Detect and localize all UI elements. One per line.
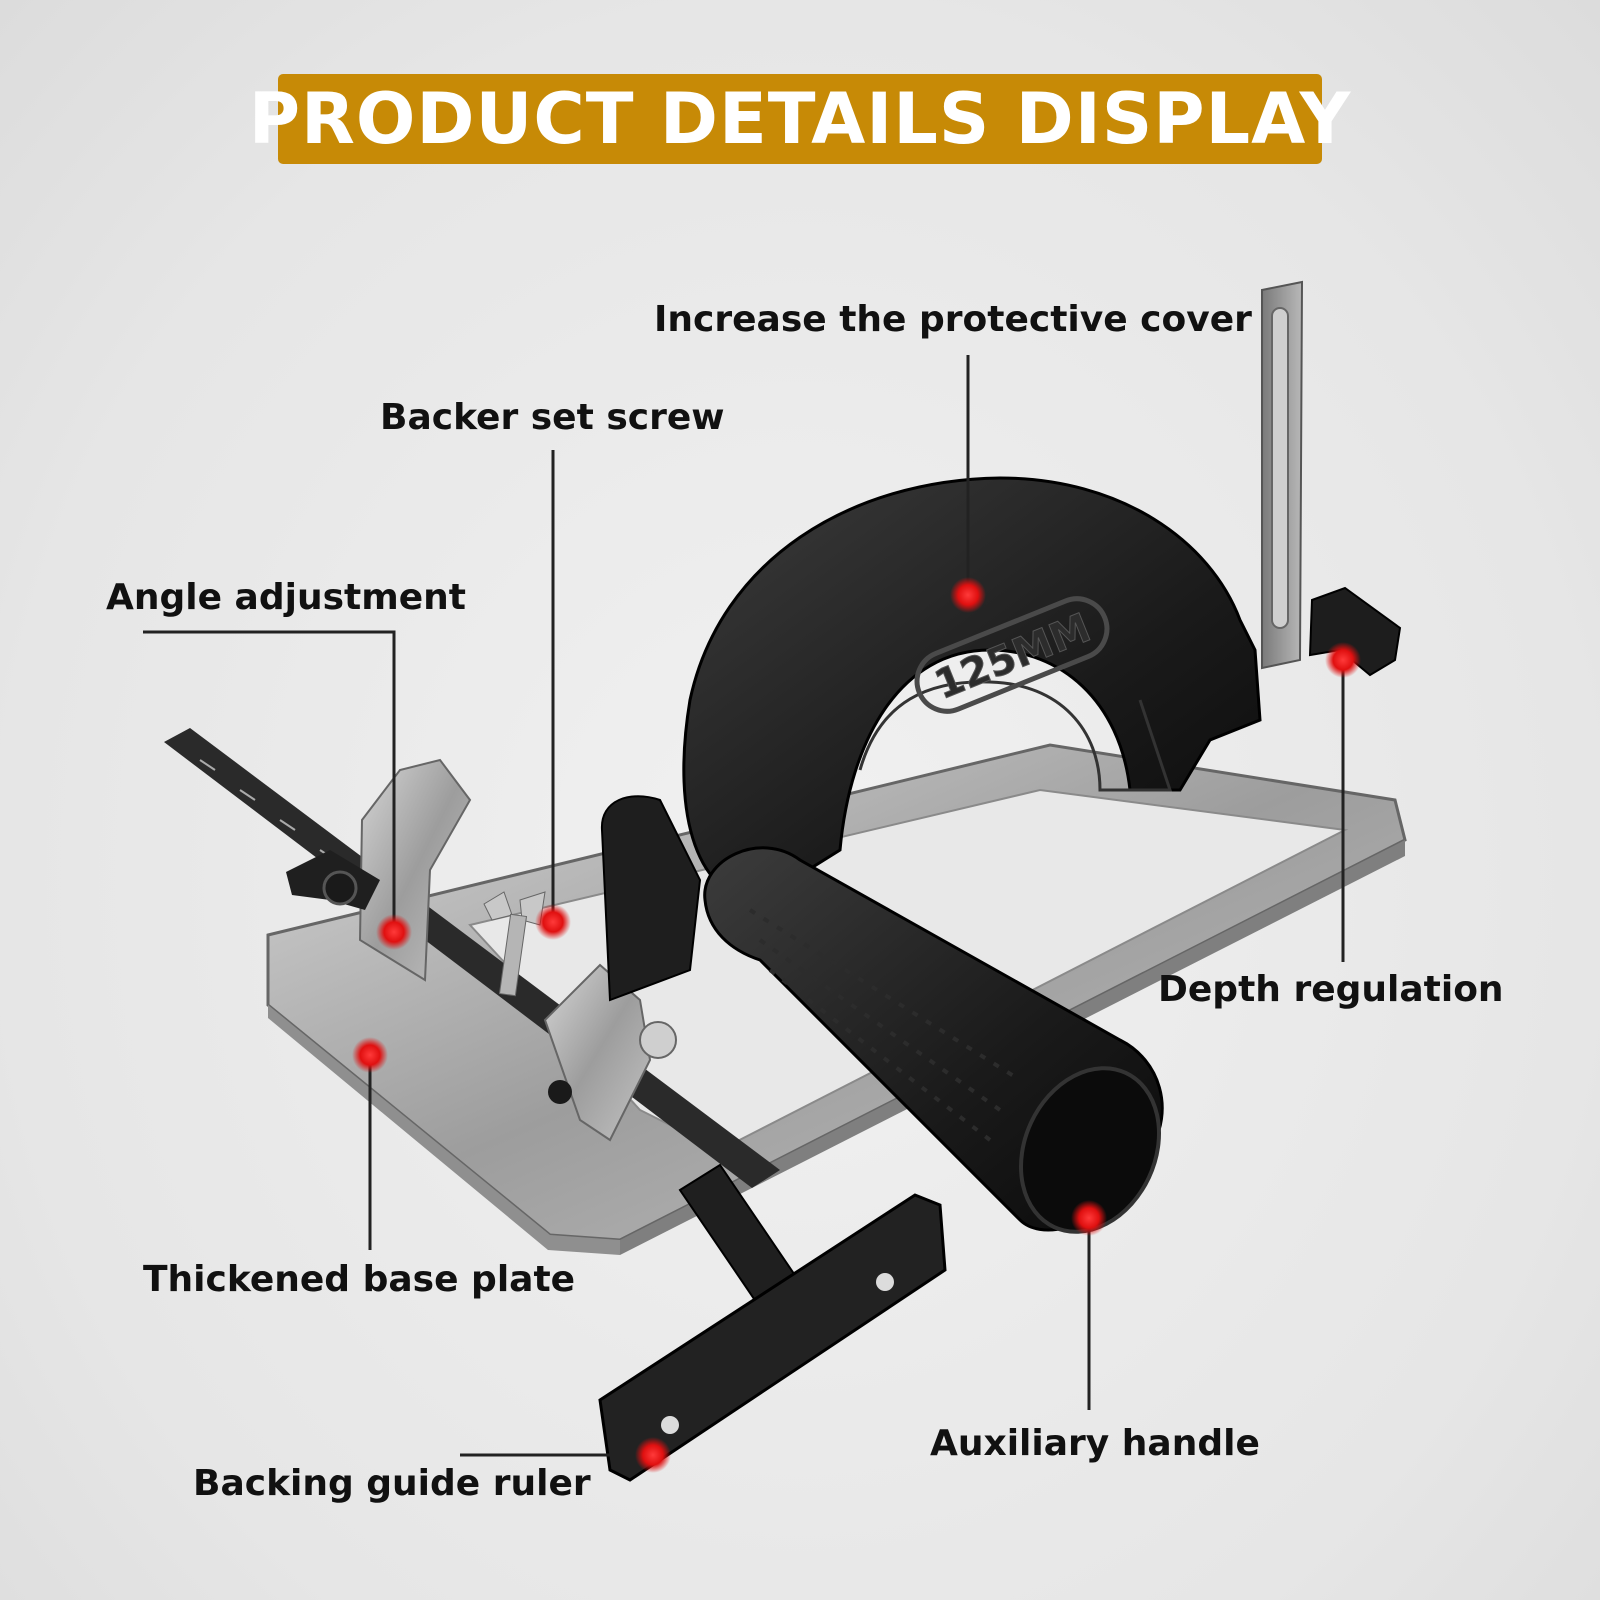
depth-knob xyxy=(1308,586,1402,677)
callout-auxiliary-handle: Auxiliary handle xyxy=(930,1423,1260,1464)
callout-depth-regulation: Depth regulation xyxy=(1158,969,1504,1010)
protective-cover: 125MM xyxy=(682,476,1262,902)
depth-regulation-arm xyxy=(1261,280,1304,670)
backing-guide-ruler xyxy=(598,1163,947,1482)
clamp-mount xyxy=(543,795,702,1142)
auxiliary-handle xyxy=(703,846,1164,1234)
callout-thickened-base-plate: Thickened base plate xyxy=(143,1259,576,1300)
callout-backer-set-screw: Backer set screw xyxy=(380,397,725,438)
page-title: PRODUCT DETAILS DISPLAY xyxy=(248,78,1352,160)
callout-backing-guide-ruler: Backing guide ruler xyxy=(193,1463,591,1504)
callout-angle-adjustment: Angle adjustment xyxy=(106,577,466,618)
title-banner: PRODUCT DETAILS DISPLAY xyxy=(249,74,1350,164)
callout-protective-cover: Increase the protective cover xyxy=(654,299,1252,340)
